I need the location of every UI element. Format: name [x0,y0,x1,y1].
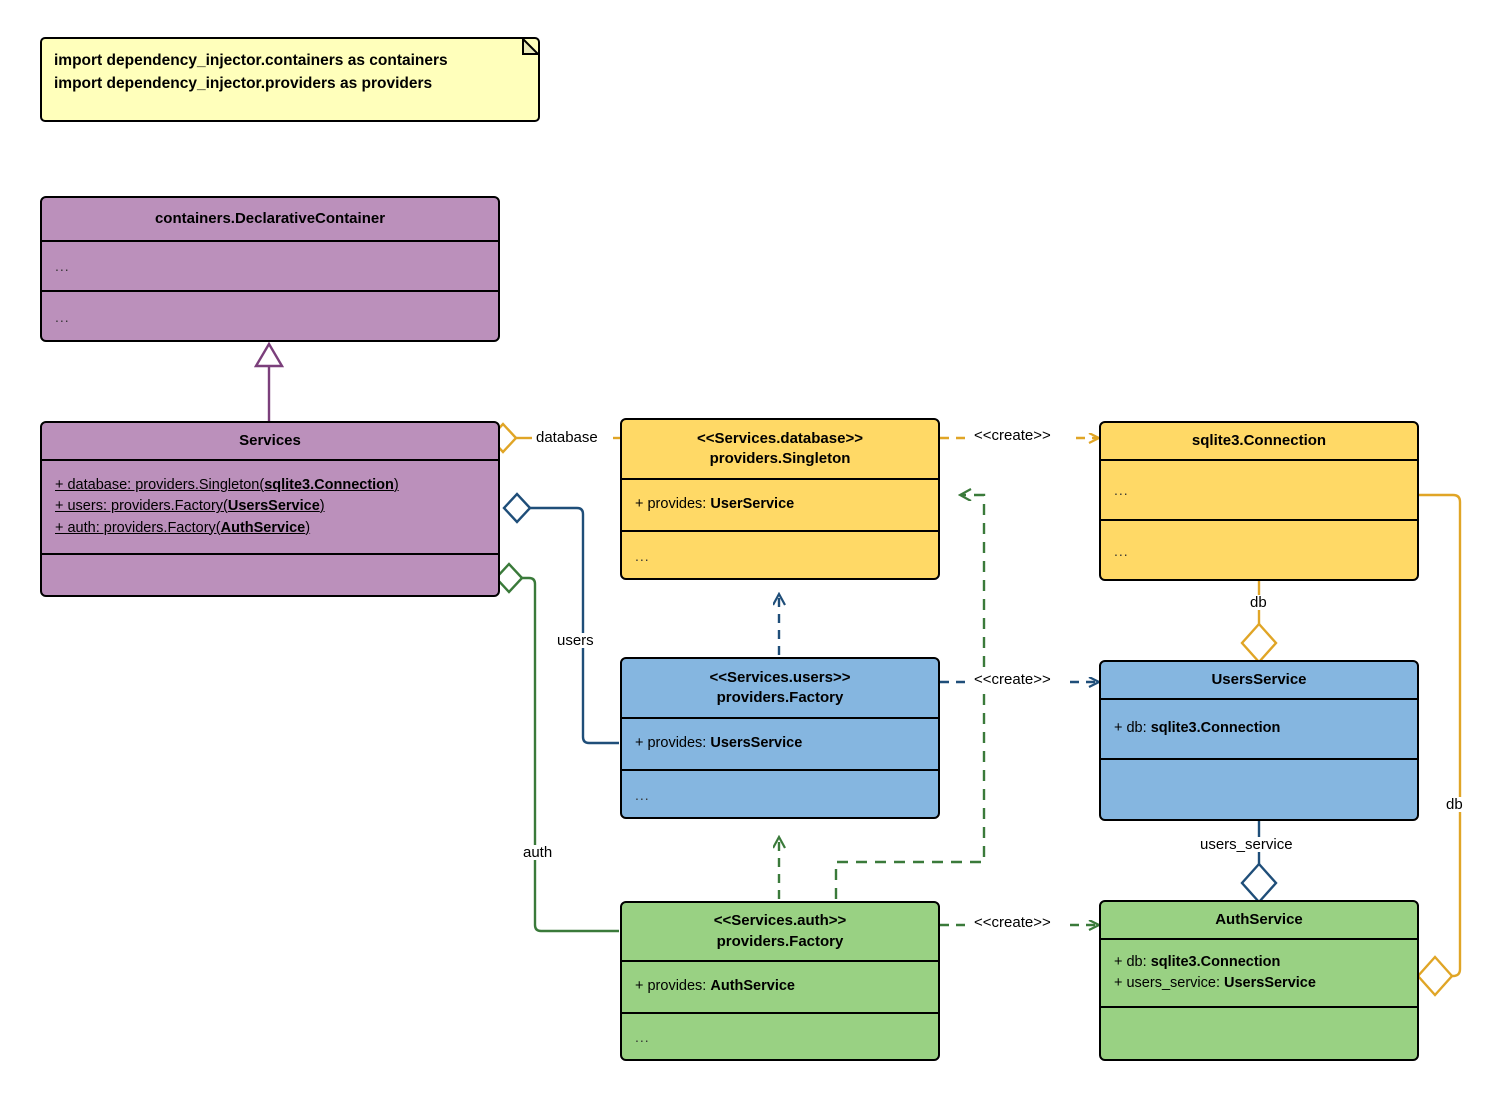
class-auth-service[interactable]: AuthService + db: sqlite3.Connection + u… [1099,900,1419,1061]
edge-label-create-auth: <<create>> [972,914,1053,931]
class-users-service-methods [1101,760,1417,819]
class-declarative-container[interactable]: containers.DeclarativeContainer ... ... [40,196,500,342]
class-services-methods [42,555,498,595]
class-services-auth-provider-methods: ... [635,1029,650,1046]
class-users-service-attributes: + db: sqlite3.Connection [1101,700,1417,758]
divider [622,769,938,771]
edge-label-auth: auth [521,844,555,861]
divider [1101,1006,1417,1008]
divider [1101,758,1417,760]
attribute-provides: + provides: AuthService [635,978,795,995]
class-services-auth-provider-title: <<Services.auth>> providers.Factory [622,903,938,960]
divider [1101,459,1417,461]
note-text: import dependency_injector.containers as… [54,52,448,92]
divider [622,478,938,480]
divider [42,240,498,242]
class-sqlite3-connection[interactable]: sqlite3.Connection ... ... [1099,421,1419,581]
edge-label-database: database [534,429,600,446]
edge-label-db-auth: db [1444,796,1465,813]
attribute-auth: + auth: providers.Factory(AuthService) [55,519,311,536]
class-name: providers.Singleton [709,450,851,467]
edge-label-create-database: <<create>> [972,427,1053,444]
class-services-attributes: + database: providers.Singleton(sqlite3.… [42,461,498,553]
class-services-database-provider[interactable]: <<Services.database>> providers.Singleto… [620,418,940,580]
divider [1101,698,1417,700]
edge-inheritance-services-declarativecontainer [253,341,285,421]
divider [622,717,938,719]
edge-label-db-users: db [1248,594,1269,611]
attribute-provides: + provides: UsersService [635,735,803,752]
divider [42,459,498,461]
class-services-auth-provider[interactable]: <<Services.auth>> providers.Factory + pr… [620,901,940,1061]
edge-usersservice-authservice [1240,821,1278,904]
class-auth-service-attributes: + db: sqlite3.Connection + users_service… [1101,940,1417,1006]
edge-label-create-users: <<create>> [972,671,1053,688]
class-declarative-container-attributes: ... [55,257,70,274]
stereotype: <<Services.database>> [697,429,863,447]
class-sqlite3-connection-methods: ... [1114,542,1129,559]
class-services-database-provider-title: <<Services.database>> providers.Singleto… [622,420,938,478]
class-services[interactable]: Services + database: providers.Singleton… [40,421,500,597]
attribute-database: + database: providers.Singleton(sqlite3.… [55,477,399,494]
stereotype: <<Services.users>> [709,668,851,686]
edge-services-users [502,492,619,745]
class-declarative-container-methods: ... [55,308,70,325]
attribute-db: + db: sqlite3.Connection [1114,953,1281,970]
divider [42,553,498,555]
class-sqlite3-connection-title: sqlite3.Connection [1191,431,1327,449]
divider [1101,519,1417,521]
class-declarative-container-title: containers.DeclarativeContainer [154,209,386,227]
edge-label-users: users [555,632,596,649]
divider [42,290,498,292]
attribute-users: + users: providers.Factory(UsersService) [55,498,325,515]
class-services-users-provider-title: <<Services.users>> providers.Factory [622,659,938,717]
class-services-users-provider[interactable]: <<Services.users>> providers.Factory + p… [620,657,940,819]
attribute-db: + db: sqlite3.Connection [1114,720,1281,737]
attribute-provides: + provides: UserService [635,496,795,513]
class-services-database-provider-attributes: + provides: UserService [622,480,938,530]
class-name: providers.Factory [716,932,844,950]
edge-label-users-service: users_service [1198,836,1295,853]
import-note: import dependency_injector.containers as… [40,37,540,122]
stereotype: <<Services.auth>> [713,912,847,930]
edge-db-authservice [1416,493,1462,997]
class-services-auth-provider-attributes: + provides: AuthService [622,962,938,1012]
class-users-service[interactable]: UsersService + db: sqlite3.Connection [1099,660,1419,821]
attribute-users-service: + users_service: UsersService [1114,975,1316,991]
divider [622,1012,938,1014]
class-auth-service-methods [1101,1008,1417,1059]
divider [622,960,938,962]
divider [622,530,938,532]
class-services-users-provider-methods: ... [635,786,650,803]
divider [1101,938,1417,940]
class-services-users-provider-attributes: + provides: UsersService [622,719,938,769]
class-services-title: Services [239,431,301,449]
class-sqlite3-connection-attributes: ... [1114,481,1129,498]
class-users-service-title: UsersService [1211,670,1307,688]
class-name: providers.Factory [716,689,844,706]
note-folded-corner-icon [522,38,539,55]
edge-services-auth [494,562,619,933]
class-auth-service-title: AuthService [1215,910,1303,928]
class-services-database-provider-methods: ... [635,547,650,564]
